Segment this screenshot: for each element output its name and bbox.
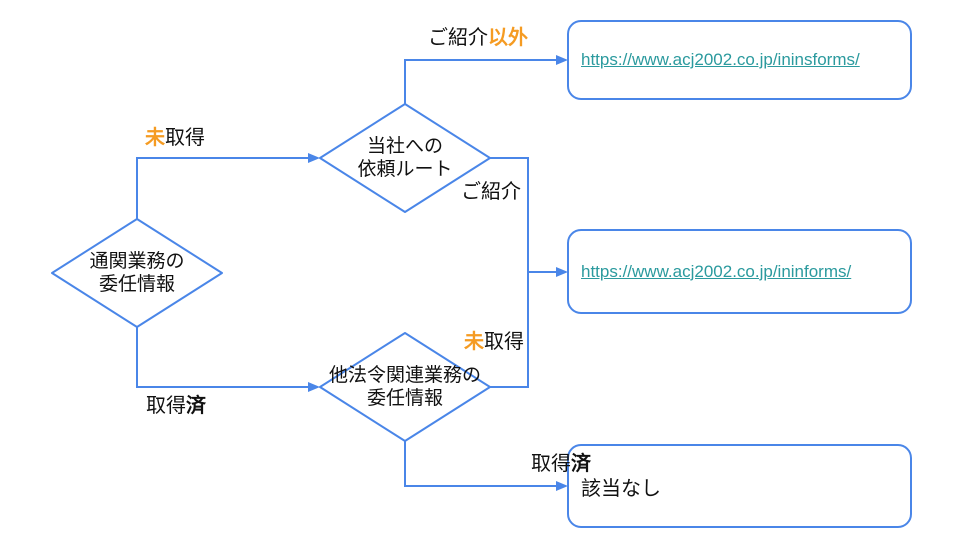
edge-label-acquired-left: 取得済 [146, 394, 206, 418]
decision-customs-line2: 委任情報 [98, 274, 175, 295]
decision-route-line2: 依頼ルート [357, 159, 453, 180]
decision-route-line1: 当社への [366, 136, 443, 157]
decision-customs-line1: 通関業務の [89, 251, 185, 272]
edge-label-emphasis: 以外 [488, 27, 528, 49]
result-ininforms-content: https://www.acj2002.co.jp/ininforms/ [568, 230, 911, 313]
edge-label-referral: ご紹介 [461, 180, 521, 204]
edge-label-rest: ご紹介 [428, 27, 488, 49]
result-box-ininsforms [567, 20, 912, 100]
edge-label-rest: 取得 [146, 395, 186, 417]
result-none-text: 該当なし [581, 477, 661, 500]
edge-label-emphasis: 未 [464, 331, 484, 353]
decision-customs-label: 通関業務の 委任情報 [27, 250, 247, 296]
edge-label-rest: 取得 [484, 331, 524, 353]
edge-label-emphasis: 未 [145, 127, 165, 149]
edge-label-text: ご紹介 [461, 181, 521, 203]
connector-acquired-left [136, 326, 320, 392]
result-ininsforms-content: https://www.acj2002.co.jp/ininsforms/ [568, 21, 911, 99]
edge-label-rest: 取得 [165, 127, 205, 149]
decision-other-laws-label: 他法令関連業務の 委任情報 [295, 364, 515, 410]
edge-label-emphasis: 済 [571, 453, 591, 475]
decision-customs-delegation [51, 218, 223, 328]
connector-acquired-bottom [404, 440, 568, 491]
decision-other-laws-line2: 委任情報 [366, 388, 443, 409]
edge-label-not-referral: ご紹介以外 [428, 26, 528, 50]
connector-not-acquired-top [136, 153, 320, 219]
edge-label-not-acquired-top: 未取得 [145, 126, 205, 150]
result-box-none [567, 444, 912, 528]
edge-label-rest: 取得 [531, 453, 571, 475]
decision-request-route [319, 103, 491, 213]
ininsforms-link[interactable]: https://www.acj2002.co.jp/ininsforms/ [581, 50, 860, 69]
decision-route-label: 当社への 依頼ルート [295, 135, 515, 181]
result-box-ininforms [567, 229, 912, 314]
connector-not-referral [404, 55, 568, 104]
ininforms-link[interactable]: https://www.acj2002.co.jp/ininforms/ [581, 261, 852, 281]
edge-label-not-acquired-bottom: 未取得 [464, 330, 524, 354]
result-none-content: 該当なし [568, 445, 911, 527]
edge-label-emphasis: 済 [186, 395, 206, 417]
edge-label-acquired-bottom: 取得済 [531, 452, 591, 476]
decision-other-laws-line1: 他法令関連業務の [328, 365, 481, 386]
decision-other-laws-delegation [319, 332, 491, 442]
